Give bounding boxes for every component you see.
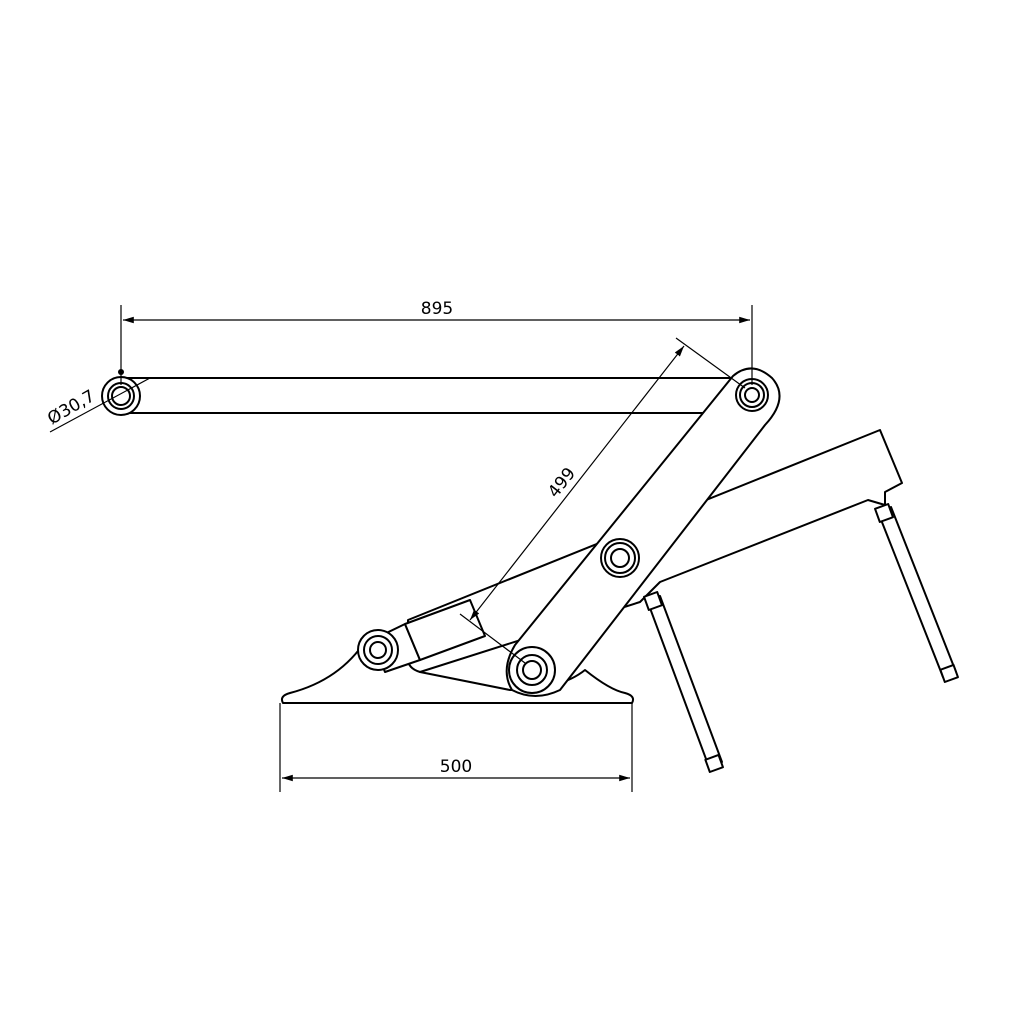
top-arm <box>120 377 746 414</box>
strut-right <box>874 503 959 683</box>
dimension-500-label: 500 <box>440 757 472 777</box>
pivot-base-left <box>357 629 399 671</box>
pivot-middle <box>600 538 640 578</box>
dimension-499-label: 499 <box>544 464 580 502</box>
pivot-base-right <box>508 646 556 694</box>
strut-left <box>643 591 724 773</box>
dimension-895-label: 895 <box>421 299 453 319</box>
dimension-895: 895 <box>120 299 753 385</box>
dimension-diameter-label: Ø30,7 <box>44 386 98 429</box>
dimension-500: 500 <box>279 703 633 792</box>
